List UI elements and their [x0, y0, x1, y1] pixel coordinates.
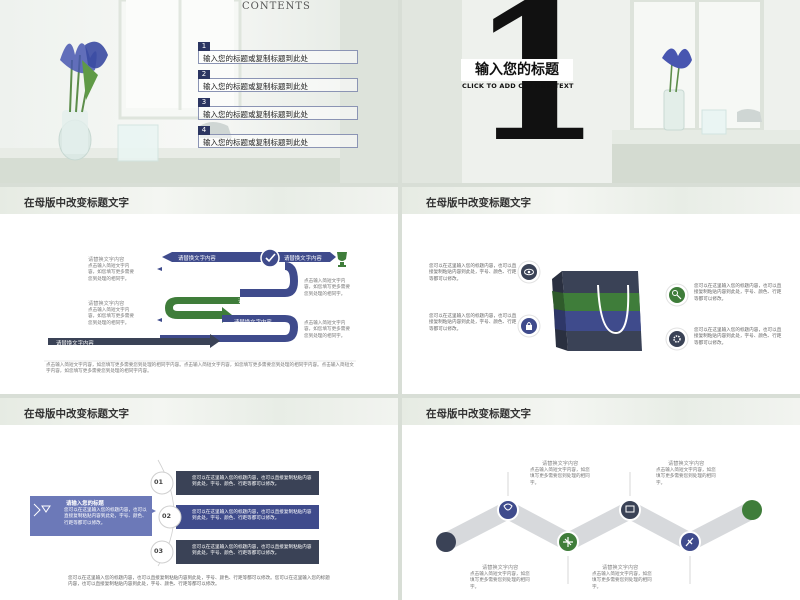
right-body-1: 点击输入简短文字内容，如您填写更多需要您到处理的相同字。: [304, 279, 350, 297]
feature-text-3: 您可以在这里输入您的标题内容，也可以直接复制粘贴内容到此处，字号、颜色、行距等都…: [694, 284, 782, 302]
circle-number-1: 01: [154, 478, 164, 486]
slide-section-1[interactable]: [402, 0, 800, 183]
toc-item-3[interactable]: 3 输入您的标题或复制标题到此处: [198, 98, 358, 120]
title-band: [402, 187, 800, 214]
section-number: 1: [470, 0, 603, 184]
circle-number-3: 03: [154, 547, 164, 555]
slide-contents[interactable]: CONTENTS 1 输入您的标题或复制标题到此处 2 输入您的标题或复制标题到…: [0, 0, 398, 183]
slide-snake-arrows[interactable]: 在母版中改变标题文字 请替换文字内容 请替换文字内容 请替换文字内容 请替换文字…: [0, 187, 398, 394]
arrow-label: 请替换文字内容: [234, 320, 272, 326]
slide-bag-features[interactable]: 在母版中改变标题文字 您可以在这里输入您的标题内容，也可以直接复制粘贴内容到此处…: [402, 187, 800, 394]
toc-number: 2: [198, 70, 210, 79]
footer-text: 点击输入简短文字内容，如您填写更多需要您到处理的相同字内容。点击输入简短文字内容…: [46, 363, 354, 375]
section-caption: CLICK TO ADD CAPTION TEXT: [462, 82, 574, 90]
arrow-label: 请替换文字内容: [284, 256, 322, 262]
timeline-body-2: 点击输入简短文字内容，如您填写更多需要您到处理的相同字。: [656, 468, 716, 486]
toc-item-2[interactable]: 2 输入您的标题或复制标题到此处: [198, 70, 358, 92]
bar-text-1: 您可以在这里输入您的标题内容，也可以直接复制粘贴内容到此处，字号、颜色、行距等都…: [192, 476, 312, 488]
title-band: [0, 398, 398, 425]
toc-text: 输入您的标题或复制标题到此处: [203, 54, 308, 63]
bar-text-3: 您可以在这里输入您的标题内容，也可以直接复制粘贴内容到此处，字号、颜色、行距等都…: [192, 545, 312, 557]
title-band: [402, 398, 800, 425]
footer-text: 您可以在这里输入您的标题内容，也可以直接复制粘贴内容到此处，字号、颜色、行距等都…: [68, 576, 330, 588]
toc-number: 4: [198, 126, 210, 135]
left-head-1: 请替换文字内容: [88, 257, 125, 263]
timeline-head-3: 请替换文字内容: [482, 565, 519, 571]
slide-zigzag-timeline[interactable]: 在母版中改变标题文字 请替换文字内容 点击输入简短文字内容，如您填写更多需要您到…: [402, 398, 800, 600]
zigzag-timeline: [436, 472, 762, 584]
slide-title: 在母版中改变标题文字: [426, 408, 531, 420]
arrow-label: 请替换文字内容: [178, 320, 216, 326]
toc-text: 输入您的标题或复制标题到此处: [203, 110, 308, 119]
numbered-bars-diagram: [30, 459, 319, 567]
left-body-2: 点击输入简短文字内容，如您填写更多需要您到处理的相同字。: [88, 308, 134, 326]
arrow-label: 请替换文字内容: [56, 341, 94, 347]
arrow-label: 请替换文字内容: [178, 256, 216, 262]
timeline-body-3: 点击输入简短文字内容，如您填写更多需要您到处理的相同字。: [470, 572, 530, 590]
shopping-bag-diagram: [517, 260, 689, 351]
slide-title: 在母版中改变标题文字: [24, 197, 129, 209]
slide-numbered-list[interactable]: 在母版中改变标题文字 01 02 03 请输入您的标题 您可以在这里输入您的标题…: [0, 398, 398, 600]
timeline-body-1: 点击输入简短文字内容，如您填写更多需要您到处理的相同字。: [530, 468, 590, 486]
timeline-head-2: 请替换文字内容: [668, 461, 705, 467]
left-head-2: 请替换文字内容: [88, 301, 125, 307]
timeline-head-1: 请替换文字内容: [542, 461, 579, 467]
toc-text: 输入您的标题或复制标题到此处: [203, 138, 308, 147]
feature-text-2: 您可以在这里输入您的标题内容，也可以直接复制粘贴内容到此处，字号、颜色、行距等都…: [429, 314, 517, 332]
section-title[interactable]: 输入您的标题: [461, 59, 573, 81]
right-body-2: 点击输入简短文字内容，如您填写更多需要您到处理的相同字。: [304, 321, 350, 339]
timeline-body-4: 点击输入简短文字内容，如您填写更多需要您到处理的相同字。: [592, 572, 652, 590]
slide-title: 在母版中改变标题文字: [426, 197, 531, 209]
window-scene-image: [402, 0, 800, 183]
feature-text-1: 您可以在这里输入您的标题内容，也可以直接复制粘贴内容到此处，字号、颜色、行距等都…: [429, 264, 517, 282]
toc-number: 1: [198, 42, 210, 51]
left-body-1: 点击输入简短文字内容，如您填写更多需要您到处理的相同字。: [88, 264, 134, 282]
contents-heading: CONTENTS: [242, 1, 311, 12]
toc-text: 输入您的标题或复制标题到此处: [203, 82, 308, 91]
toc-item-4[interactable]: 4 输入您的标题或复制标题到此处: [198, 126, 358, 148]
toc-item-1[interactable]: 1 输入您的标题或复制标题到此处: [198, 42, 358, 64]
timeline-head-4: 请替换文字内容: [602, 565, 639, 571]
left-box-title: 请输入您的标题: [66, 501, 104, 507]
title-band: [0, 187, 398, 214]
circle-number-2: 02: [162, 512, 172, 520]
arrow-label: 请替换文字内容: [238, 299, 276, 305]
snake-arrow-diagram: [44, 248, 356, 362]
slide-title: 在母版中改变标题文字: [24, 408, 129, 420]
bar-text-2: 您可以在这里输入您的标题内容，也可以直接复制粘贴内容到此处，字号、颜色、行距等都…: [192, 510, 312, 522]
left-box-body: 您可以在这里输入您的标题内容，也可以直接复制粘贴内容到此处，字号、颜色、行距等都…: [64, 508, 147, 526]
toc-number: 3: [198, 98, 210, 107]
feature-text-4: 您可以在这里输入您的标题内容，也可以直接复制粘贴内容到此处，字号、颜色、行距等都…: [694, 328, 782, 346]
